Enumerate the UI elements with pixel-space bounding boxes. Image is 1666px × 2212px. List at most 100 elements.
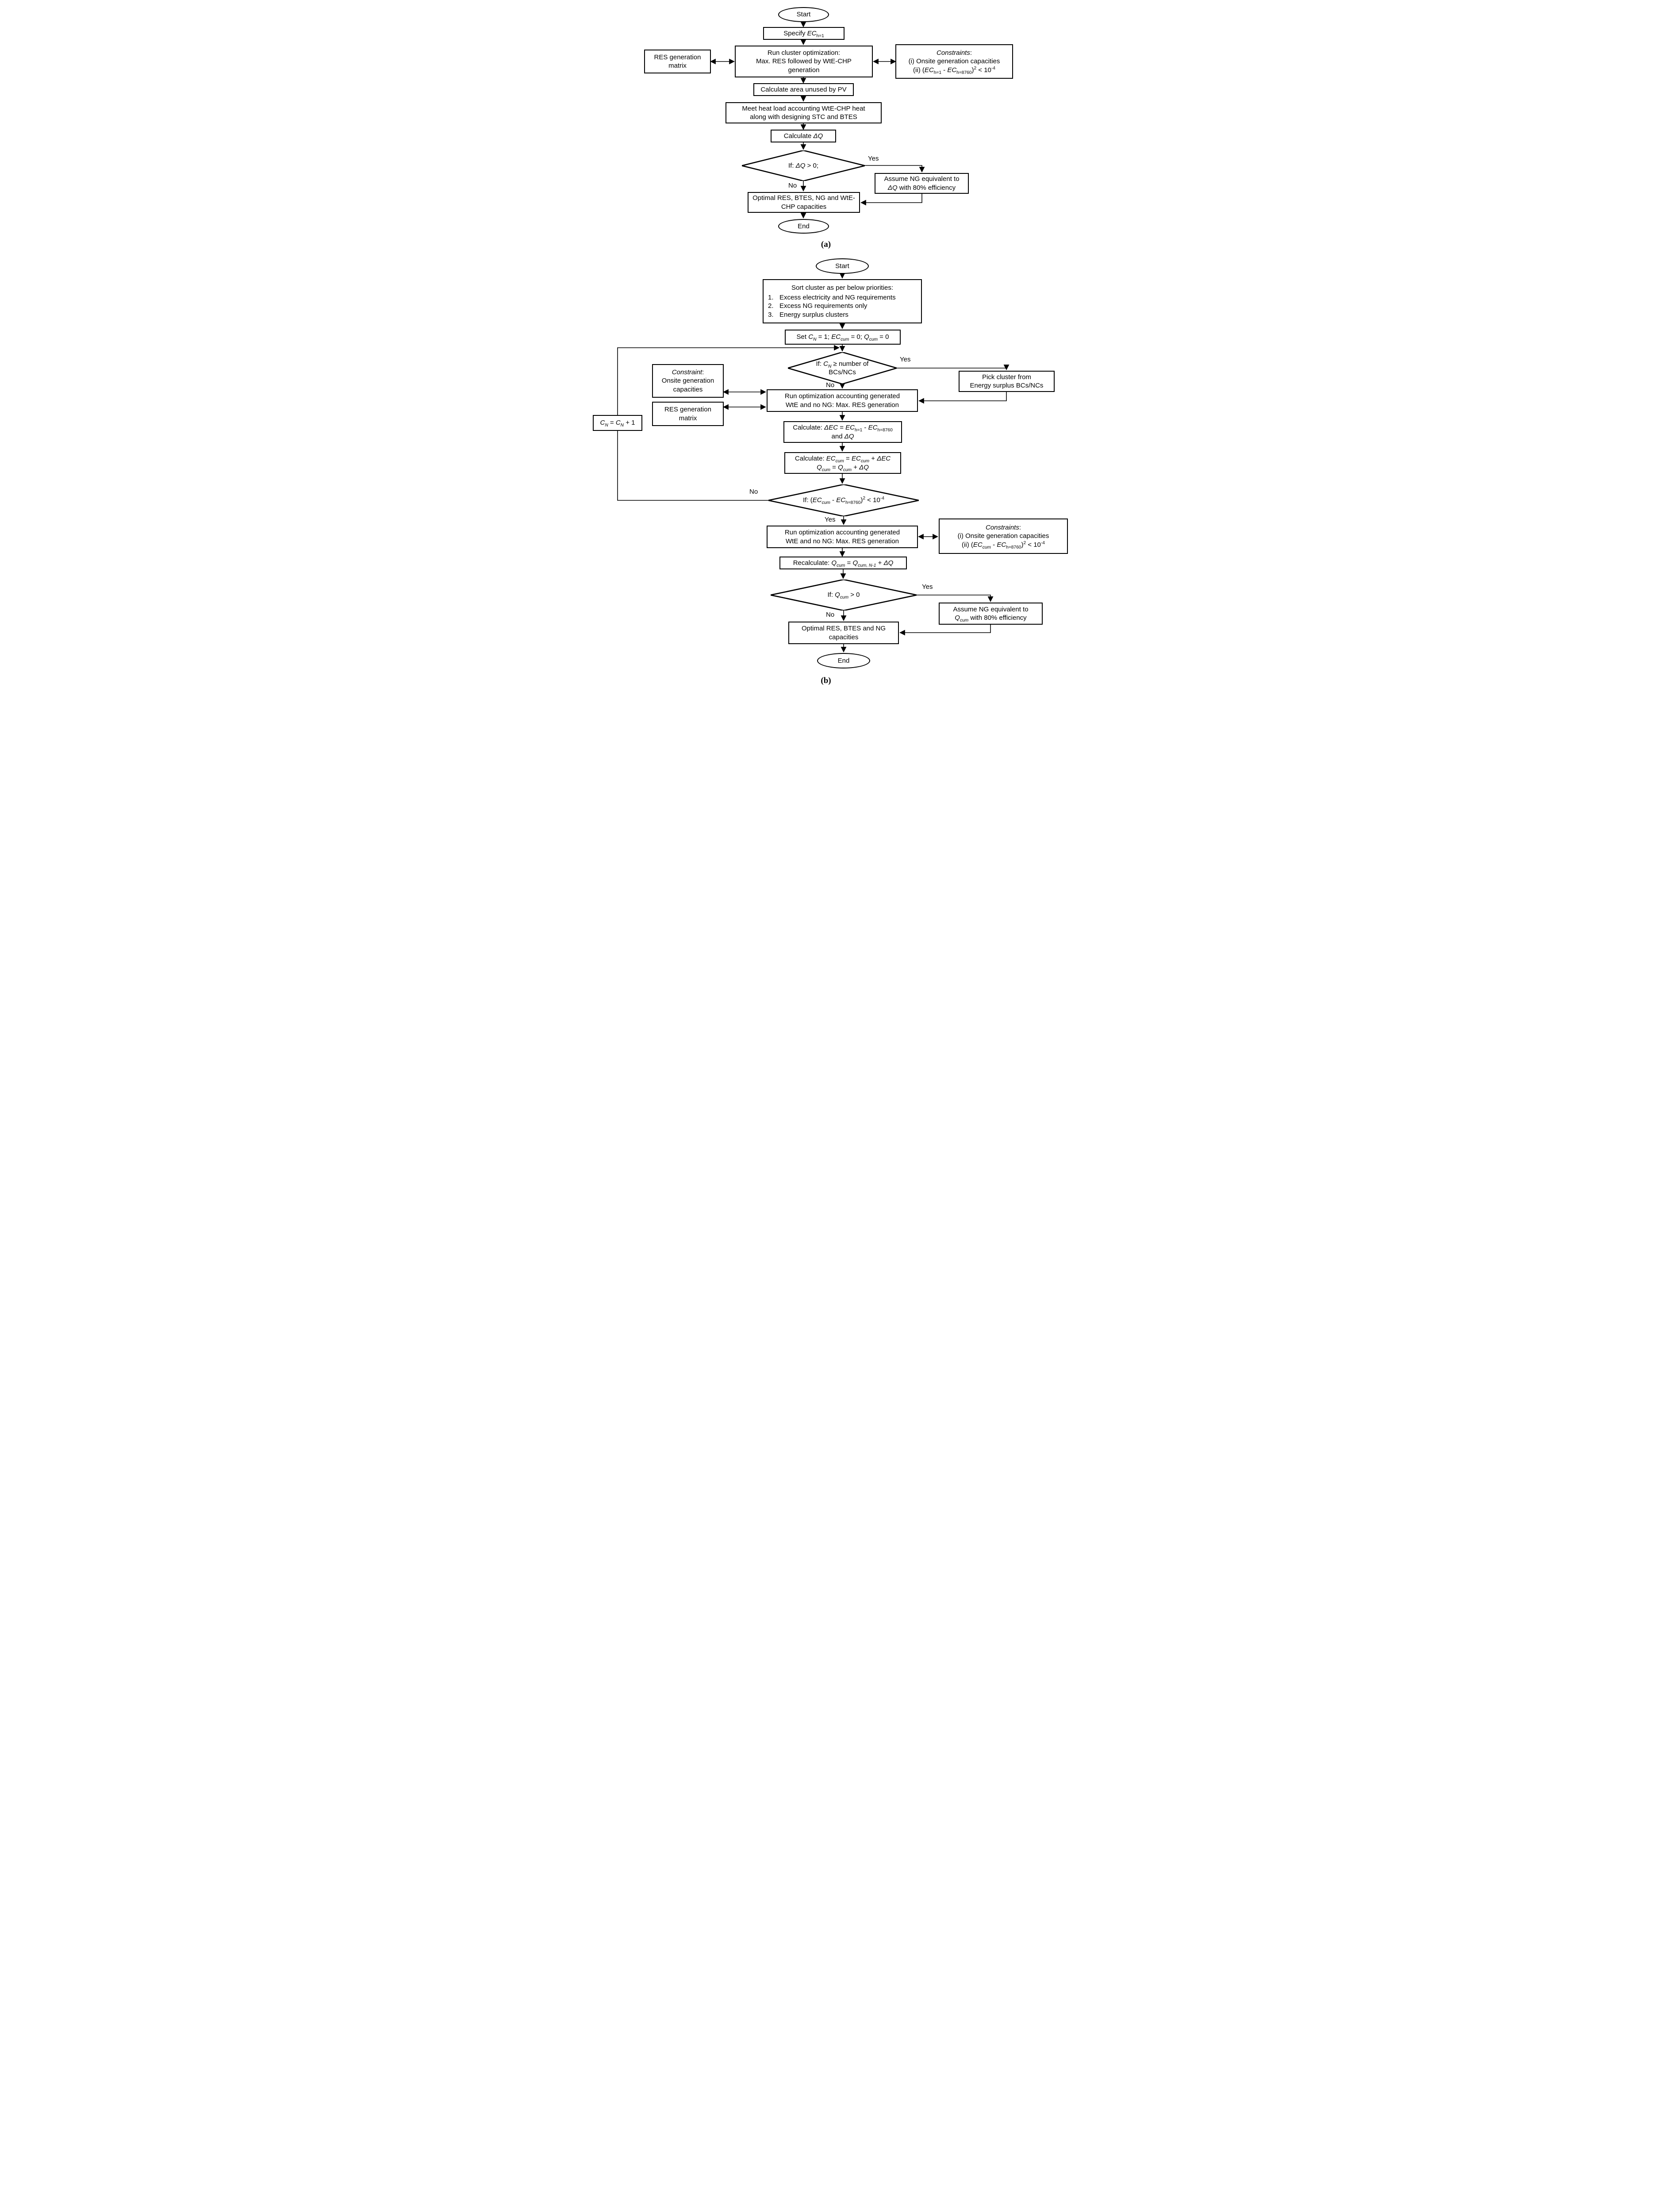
sort-priority-item: 1. Excess electricity and NG requirement… (768, 293, 917, 302)
sort-item-number: 3. (768, 311, 774, 319)
connector-layer (617, 22, 1010, 653)
flowchart-figure: Start Specify ECh=1 Run cluster optimiza… (585, 0, 1081, 703)
sort-priority-item: 2. Excess NG requirements only (768, 302, 917, 311)
dq-decision-diamond: If: ΔQ > 0; (742, 150, 865, 181)
diamond-shape (788, 352, 897, 384)
flow-arrow (917, 595, 994, 602)
end-terminator-b: End (817, 653, 870, 668)
end-terminator-a: End (778, 219, 829, 234)
optimal-capacities-label-a: Optimal RES, BTES, NG and WtE-CHP capaci… (752, 194, 855, 211)
start-terminator-a: Start (778, 7, 829, 22)
ec-cum-decision-diamond: If: (ECcum - ECh=8760)2 < 10-4 (768, 484, 919, 516)
end-label-a: End (798, 222, 810, 230)
start-label-b: Start (835, 262, 849, 270)
no-label-b2: No (749, 488, 758, 495)
constraints-box-a: Constraints: (i) Onsite generation capac… (895, 44, 1013, 79)
yes-label-b2: Yes (825, 516, 836, 523)
constraints-line1-b: (i) Onsite generation capacities (957, 532, 1049, 540)
start-label-a: Start (796, 11, 811, 19)
optimal-capacities-box-a: Optimal RES, BTES, NG and WtE-CHP capaci… (748, 192, 860, 213)
sort-item-number: 1. (768, 293, 774, 301)
calculate-dq-label: Calculate ΔQ (783, 132, 823, 140)
cn-increment-label: CN = CN + 1 (600, 419, 635, 428)
constraints-line1-a: (i) Onsite generation capacities (908, 58, 1000, 65)
figure-caption-b: (b) (821, 676, 831, 685)
constraints-title-b: Constraints: (985, 523, 1021, 531)
end-label-b: End (837, 657, 850, 664)
flow-arrow (899, 625, 991, 636)
recalculate-q-box: Recalculate: Qcum = Qcum, N-1 + ΔQ (779, 557, 907, 569)
q-cum-decision-diamond: If: Qcum > 0 (771, 580, 917, 611)
no-label-b3: No (826, 611, 835, 618)
flow-arrow (860, 194, 922, 206)
flow-arrow (617, 345, 840, 415)
yes-label-b1: Yes (900, 356, 911, 363)
calculate-dq-box: Calculate ΔQ (771, 130, 836, 142)
sort-priority-item: 3. Energy surplus clusters (768, 311, 917, 319)
flow-arrow (918, 392, 1007, 404)
yes-label-b3: Yes (922, 583, 933, 591)
set-initial-values-box: Set CN = 1; ECcum = 0; Qcum = 0 (785, 330, 901, 345)
calculate-area-box: Calculate area unused by PV (753, 83, 854, 96)
constraints-line2-a: (ii) (ECh=1 - ECh=8760)2 < 10-4 (913, 65, 995, 75)
no-label-b1: No (826, 381, 835, 389)
sort-item-text: Excess electricity and NG requirements (779, 293, 896, 301)
dq-decision-label: If: ΔQ > 0; (788, 161, 818, 169)
constraint-title-b: Constraint: (672, 368, 704, 376)
specify-ec-label: Specify ECh=1 (783, 29, 824, 38)
calculate-area-label: Calculate area unused by PV (760, 85, 847, 93)
recalculate-q-label: Recalculate: Qcum = Qcum, N-1 + ΔQ (793, 559, 894, 568)
diamond-shape (771, 580, 917, 611)
flow-arrow (897, 365, 1010, 370)
set-initial-values-label: Set CN = 1; ECcum = 0; Qcum = 0 (796, 333, 889, 342)
ec-cum-decision-label: If: (ECcum - ECh=8760)2 < 10-4 (803, 496, 884, 506)
run-cluster-optimization-box: Run cluster optimization:Max. RES follow… (735, 46, 873, 77)
flow-arrow (617, 431, 768, 501)
constraints-title-a: Constraints: (936, 49, 972, 57)
no-label-a: No (788, 182, 797, 189)
q-cum-decision-label: If: Qcum > 0 (827, 591, 860, 600)
sort-clusters-box: Sort cluster as per below priorities: 1.… (763, 279, 922, 323)
figure-caption-a: (a) (821, 240, 831, 249)
specify-ec-box: Specify ECh=1 (763, 27, 845, 40)
constraints-line2-b: (ii) (ECcum - ECh=8760)2 < 10-4 (962, 540, 1045, 550)
sort-item-number: 2. (768, 302, 774, 310)
sort-clusters-title: Sort cluster as per below priorities: (791, 284, 894, 292)
sort-item-text: Energy surplus clusters (779, 311, 848, 319)
constraints-box-b: Constraints: (i) Onsite generation capac… (939, 518, 1068, 554)
diamond-shape (742, 150, 865, 181)
flow-arrow (865, 165, 925, 173)
sort-item-text: Excess NG requirements only (779, 302, 868, 310)
run-cluster-optimization-label: Run cluster optimization:Max. RES follow… (756, 49, 852, 74)
yes-label-a: Yes (868, 155, 879, 162)
diamond-shape (768, 484, 919, 516)
start-terminator-b: Start (816, 258, 869, 274)
cn-increment-box: CN = CN + 1 (593, 415, 642, 431)
